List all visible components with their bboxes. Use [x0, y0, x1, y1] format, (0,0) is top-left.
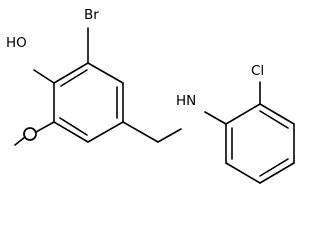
bond: [59, 117, 88, 136]
bond: [60, 69, 88, 87]
bromine-label: Br: [84, 7, 99, 23]
bond-ch2-n: [157, 128, 182, 143]
bond-n-c: [204, 111, 227, 125]
bond-c-oh: [33, 69, 55, 84]
bond: [225, 162, 261, 184]
structure-diagram: Br HO HN Cl: [6, 7, 295, 184]
hydroxyl-label: HO: [6, 35, 27, 51]
bond: [87, 62, 124, 84]
bond-c-o: [35, 121, 55, 133]
bond-o-ch3: [14, 136, 26, 146]
amine-label: HN: [176, 93, 196, 109]
bond: [87, 121, 124, 143]
bond: [259, 158, 289, 177]
left-ring: [53, 62, 124, 143]
bond: [259, 110, 289, 129]
right-ring: [225, 103, 295, 184]
bond: [53, 121, 89, 143]
bond: [225, 103, 261, 125]
chlorine-label: Cl: [251, 63, 264, 79]
bond: [259, 103, 295, 125]
bond: [259, 162, 295, 184]
methoxy-oxygen-mark: [23, 127, 37, 141]
bond: [53, 62, 89, 84]
bond-c-ch2: [122, 121, 159, 143]
